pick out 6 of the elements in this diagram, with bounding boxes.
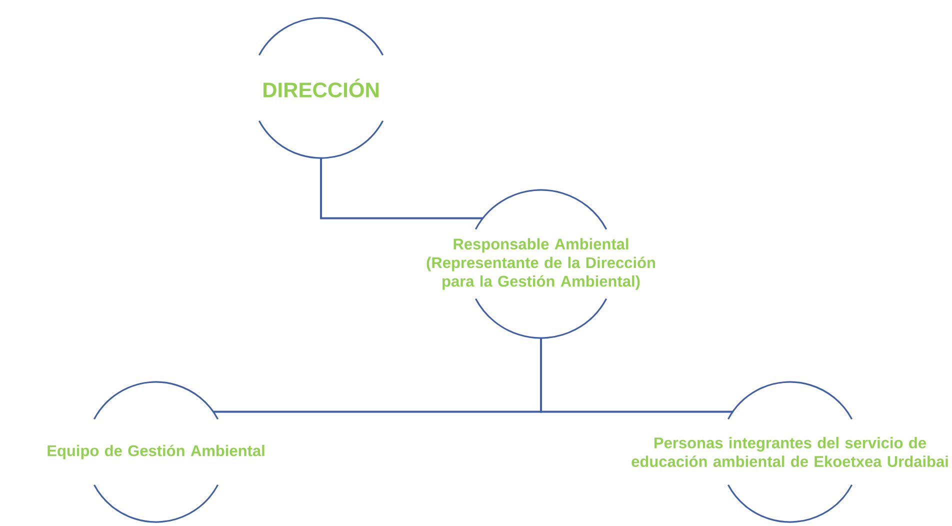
connector-line [540, 338, 732, 413]
circle-node: Equipo de Gestión Ambiental [48, 381, 264, 523]
circle-node: Personas integrantes del servicio de educación ambiental de Ekoetxea Urdaibai [632, 381, 948, 523]
circle-node: DIRECCIÓN [258, 17, 384, 159]
circle-node: Responsable Ambiental (Representante de la Dirección para la Gestión Ambiental) [426, 189, 655, 339]
connector-line [320, 158, 483, 220]
